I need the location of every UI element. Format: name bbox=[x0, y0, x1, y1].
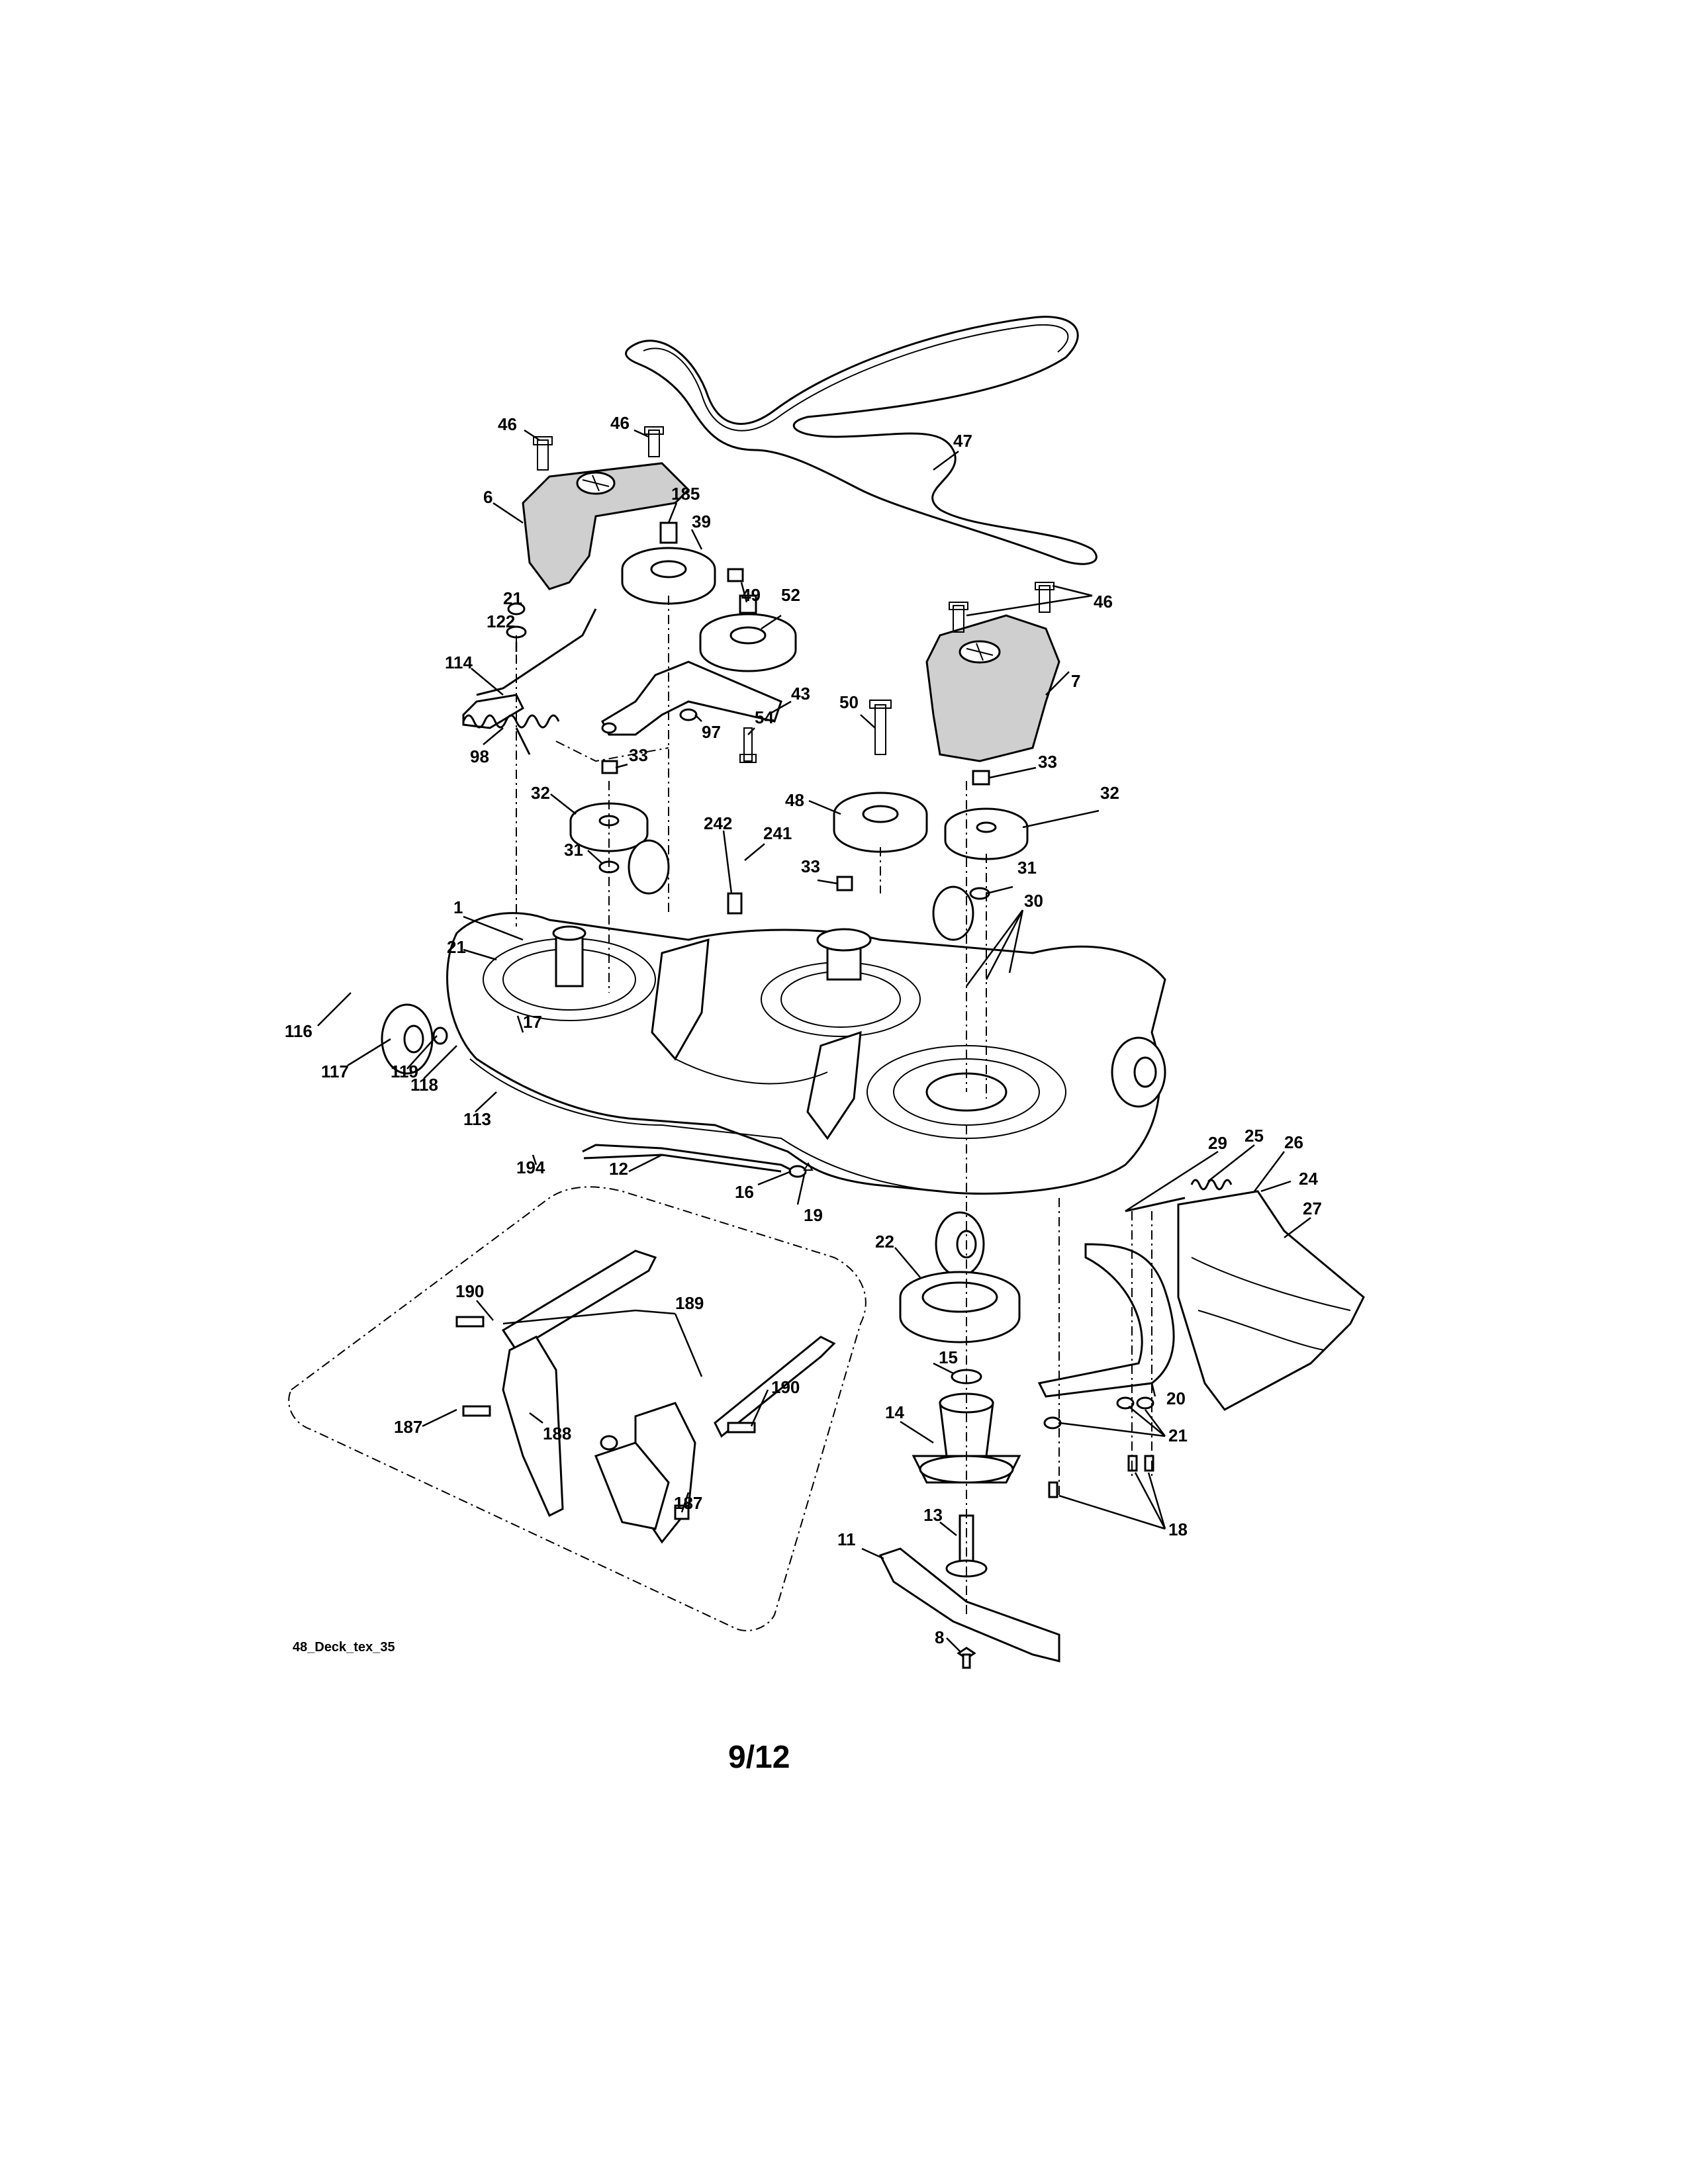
callout-18: 18 bbox=[1168, 1520, 1188, 1539]
callout-16: 16 bbox=[735, 1182, 754, 1202]
callout-12: 12 bbox=[609, 1159, 628, 1179]
callout-31-right: 31 bbox=[1017, 858, 1037, 878]
bolts bbox=[533, 426, 1055, 763]
callout-188: 188 bbox=[543, 1424, 571, 1443]
callout-49: 49 bbox=[741, 585, 761, 605]
idler-pulley-48 bbox=[833, 792, 928, 853]
callout-46-center: 46 bbox=[610, 413, 630, 433]
callout-1: 1 bbox=[453, 897, 463, 917]
callout-47: 47 bbox=[953, 431, 972, 451]
left-belt-cover bbox=[522, 462, 690, 590]
chute-pivot-rod bbox=[1125, 1197, 1186, 1212]
callout-46-left: 46 bbox=[498, 414, 517, 434]
callout-33-center: 33 bbox=[801, 856, 820, 876]
alignment-lines bbox=[516, 596, 1152, 1615]
callout-52: 52 bbox=[781, 585, 800, 605]
callout-33-right: 33 bbox=[1038, 752, 1057, 772]
callout-46-right: 46 bbox=[1094, 592, 1113, 612]
callout-14: 14 bbox=[885, 1402, 904, 1422]
callout-24: 24 bbox=[1299, 1169, 1318, 1189]
callout-30: 30 bbox=[1024, 891, 1043, 911]
callout-20: 20 bbox=[1166, 1388, 1186, 1408]
callout-113: 113 bbox=[463, 1109, 491, 1129]
callout-8: 8 bbox=[935, 1627, 944, 1647]
page-number: 9/12 bbox=[728, 1740, 790, 1775]
gauge-wheel-front-right bbox=[1111, 1036, 1166, 1108]
callout-187-right: 187 bbox=[674, 1493, 702, 1513]
callout-21-deck: 21 bbox=[447, 937, 466, 957]
callout-54: 54 bbox=[755, 707, 774, 727]
callout-31-left: 31 bbox=[564, 840, 583, 860]
callout-32-left: 32 bbox=[531, 783, 550, 803]
callout-190-right: 190 bbox=[771, 1377, 800, 1397]
idler-pulley-39 bbox=[621, 522, 716, 605]
mower-deck-housing bbox=[446, 912, 1166, 1195]
callout-48: 48 bbox=[785, 790, 804, 810]
callout-21-lower: 21 bbox=[1168, 1426, 1188, 1445]
idler-pulley-52 bbox=[699, 594, 797, 672]
callout-15: 15 bbox=[939, 1347, 958, 1367]
callout-7: 7 bbox=[1071, 671, 1080, 691]
callout-114: 114 bbox=[445, 653, 473, 672]
callout-33-left: 33 bbox=[629, 745, 648, 765]
bearing-plate bbox=[899, 1271, 1021, 1343]
gauge-wheel-bottom-right bbox=[935, 1211, 985, 1277]
callout-117: 117 bbox=[321, 1062, 349, 1081]
callout-122: 122 bbox=[487, 612, 515, 631]
discharge-chute bbox=[1177, 1190, 1365, 1411]
callout-labels: 46 46 47 6 185 39 49 52 46 21 122 114 43… bbox=[285, 413, 1322, 1647]
callout-17: 17 bbox=[523, 1012, 542, 1032]
idler-bracket bbox=[601, 660, 782, 736]
callout-194: 194 bbox=[516, 1158, 545, 1177]
callout-97: 97 bbox=[702, 722, 721, 742]
chute-spring bbox=[1190, 1179, 1233, 1191]
callout-189: 189 bbox=[675, 1293, 704, 1313]
gauge-wheel-rear-left bbox=[628, 839, 670, 895]
callout-185: 185 bbox=[671, 484, 700, 504]
callout-98: 98 bbox=[470, 747, 489, 766]
callout-6: 6 bbox=[483, 487, 492, 507]
callout-118: 118 bbox=[410, 1075, 438, 1095]
callout-242: 242 bbox=[704, 813, 732, 833]
callout-241: 241 bbox=[763, 823, 792, 843]
callout-27: 27 bbox=[1303, 1199, 1322, 1218]
callout-25: 25 bbox=[1244, 1126, 1264, 1146]
callout-32-right: 32 bbox=[1100, 783, 1119, 803]
gauge-wheel-rear-right bbox=[932, 886, 974, 941]
callout-50: 50 bbox=[839, 692, 859, 712]
callout-26: 26 bbox=[1284, 1132, 1303, 1152]
mower-blade bbox=[878, 1547, 1060, 1662]
callout-190-left: 190 bbox=[455, 1281, 484, 1301]
callout-19: 19 bbox=[804, 1205, 823, 1225]
leader-lines bbox=[317, 429, 1311, 1652]
figure-id-label: 48_Deck_tex_35 bbox=[293, 1640, 395, 1655]
callout-11: 11 bbox=[837, 1529, 856, 1549]
callout-22: 22 bbox=[875, 1232, 894, 1251]
callout-13: 13 bbox=[923, 1505, 943, 1525]
deflector-bracket bbox=[1037, 1243, 1175, 1398]
callout-43: 43 bbox=[791, 684, 810, 704]
blade-bolt bbox=[957, 1647, 976, 1669]
callout-39: 39 bbox=[692, 512, 711, 531]
inset-hanger-brackets bbox=[288, 1186, 867, 1631]
callout-116: 116 bbox=[285, 1021, 312, 1041]
callout-187-left: 187 bbox=[394, 1417, 422, 1437]
right-belt-cover bbox=[925, 614, 1060, 762]
idler-spring-and-rod bbox=[462, 608, 669, 762]
callout-21-upper: 21 bbox=[503, 588, 522, 608]
spindle-pulley-right bbox=[944, 807, 1029, 860]
gauge-wheel-front-left bbox=[381, 1003, 448, 1075]
callout-29: 29 bbox=[1208, 1133, 1227, 1153]
callout-119: 119 bbox=[391, 1062, 418, 1081]
drive-belt bbox=[625, 316, 1098, 565]
